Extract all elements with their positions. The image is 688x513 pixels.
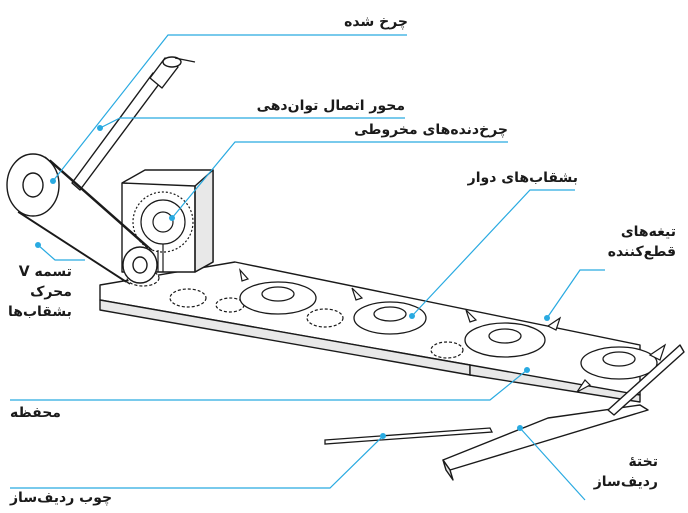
label-pulley: چرخ شده — [344, 14, 408, 30]
leader-rotary-discs — [411, 189, 575, 317]
label-v-belt: تسمه V محرک بشقاب‌ها — [8, 262, 72, 322]
label-blades-line1: تیغه‌های — [620, 224, 676, 240]
leader-pto-shaft — [99, 117, 405, 129]
pto-shaft — [71, 56, 196, 191]
label-swath-stick: چوب ردیف‌ساز — [10, 490, 113, 506]
leader-dots — [35, 125, 550, 439]
leader-pulley — [52, 34, 407, 182]
label-pto-shaft: محور اتصال توان‌دهی — [256, 98, 405, 114]
label-swath-board-line2: ردیف‌ساز — [593, 474, 658, 490]
leader-swath-board — [519, 427, 586, 501]
label-bevel-gears: چرخ‌دنده‌های مخروطی — [354, 122, 508, 138]
leader-blades — [546, 269, 605, 319]
label-v-belt-line1: تسمه V — [18, 264, 72, 280]
v-belt — [17, 156, 153, 285]
cutting-blades — [239, 268, 667, 393]
bevel-gears — [132, 191, 194, 272]
label-blades: تیغه‌های قطع‌کننده — [608, 222, 676, 262]
leader-v-belt — [37, 244, 85, 261]
leader-swath-stick — [10, 435, 384, 489]
label-v-belt-line2: محرک — [30, 284, 72, 300]
leader-lines — [10, 34, 605, 501]
label-rotary-discs: بشقاب‌های دوار — [467, 170, 578, 186]
label-housing: محفظه — [10, 405, 61, 421]
pulleys — [6, 153, 158, 284]
leader-housing — [10, 369, 528, 401]
label-swath-board-line1: تختهٔ — [628, 454, 658, 470]
swath-stick — [324, 427, 494, 445]
label-v-belt-line3: بشقاب‌ها — [8, 304, 72, 320]
leader-bevel-gears — [171, 141, 508, 219]
swath-board — [442, 344, 685, 481]
label-blades-line2: قطع‌کننده — [607, 244, 676, 260]
label-swath-board: تختهٔ ردیف‌ساز — [594, 452, 658, 492]
rotary-discs — [239, 281, 658, 380]
